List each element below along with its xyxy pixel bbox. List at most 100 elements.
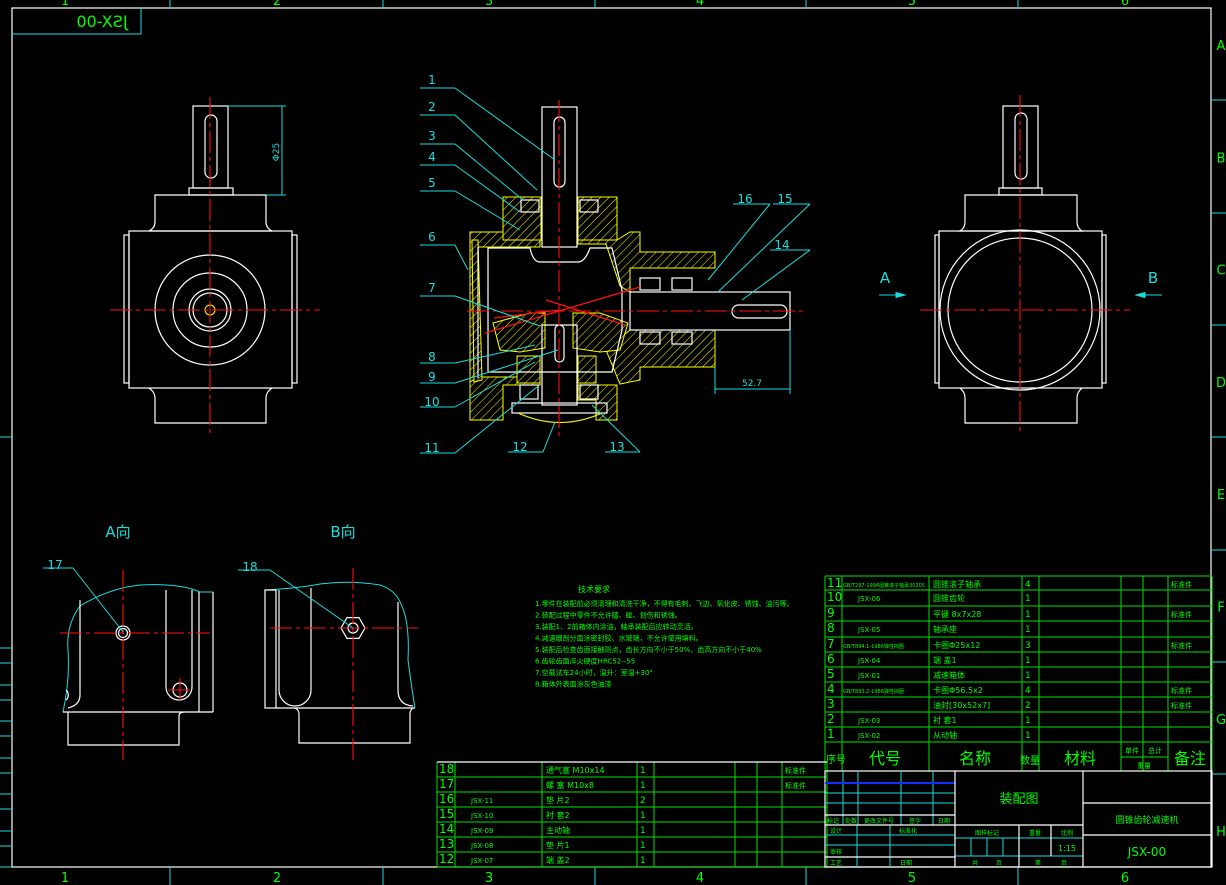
bom-cell-code: JSX-03 xyxy=(857,717,880,725)
bom-cell-name: 垫 片1 xyxy=(546,840,570,850)
tb-weight: 重量 xyxy=(1029,829,1041,837)
bom-cell-code: JSX-09 xyxy=(470,827,493,835)
tb-scale-label: 比例 xyxy=(1061,829,1073,837)
bom-cell-qty: 1 xyxy=(1025,671,1031,681)
bom-cell-qty: 1 xyxy=(1025,610,1031,620)
tb-sign: 签字 xyxy=(909,817,921,825)
bom-cell-remark: 标准件 xyxy=(785,766,806,775)
border-row-label: A xyxy=(1217,39,1226,54)
bom-cell-no: 13 xyxy=(439,837,454,851)
tb-total: 共 xyxy=(972,859,978,867)
bom-cell-code: GB/T893.2-1986弹性挡圈 xyxy=(843,688,904,695)
tech-req-line: 3.装配1、2前箱体内涂油，轴承装配后应转动灵活。 xyxy=(535,622,698,631)
border-row-label: D xyxy=(1216,376,1226,391)
part-balloon: 12 xyxy=(508,421,556,454)
tb-scale: 1:15 xyxy=(1058,844,1076,853)
bom-cell-no: 1 xyxy=(827,727,835,741)
bom-header-total: 总计 xyxy=(1148,746,1162,755)
bom-cell-remark: 标准件 xyxy=(1171,686,1192,695)
tb-sample-mark: 图样标记 xyxy=(975,829,999,837)
technical-requirements: 技术要求 1.零件在装配前必须清理和清洗干净，不得有毛刺、飞边、氧化皮、锈蚀、油… xyxy=(535,584,794,689)
part-balloon: 13 xyxy=(591,404,641,454)
bom-cell-qty: 1 xyxy=(640,811,646,821)
bom-header-name: 名称 xyxy=(959,749,991,768)
border-column-label: 1 xyxy=(61,0,69,9)
part-number: 14 xyxy=(774,238,789,252)
dimension-shaft-length xyxy=(228,105,286,196)
part-number: 12 xyxy=(512,440,527,454)
bom-cell-code: JSX-10 xyxy=(470,812,493,820)
tb-date: 日期 xyxy=(938,817,950,825)
tb-drawing-no: JSX-00 xyxy=(1127,845,1166,859)
bom-cell-name: 平键 8x7x28 xyxy=(933,609,981,619)
border-column-label: 4 xyxy=(696,0,704,9)
front-view: Φ25 xyxy=(110,97,320,436)
border-column-label: 2 xyxy=(273,0,281,9)
part-balloon: 6 xyxy=(420,230,469,271)
bom-cell-qty: 3 xyxy=(1025,641,1031,651)
left-edge-table-lines xyxy=(0,647,12,868)
part-number: 6 xyxy=(428,230,436,244)
bom-cell-qty: 1 xyxy=(1025,656,1031,666)
border-column-label: 2 xyxy=(273,871,281,885)
bom-cell-name: 衬 套1 xyxy=(933,715,957,725)
tb-page2: 页 xyxy=(1061,860,1067,867)
view-arrow-label-b: B xyxy=(1148,269,1158,287)
tb-date2: 日期 xyxy=(900,859,912,867)
border-row-label: B xyxy=(1217,151,1226,166)
tech-req-line: 1.零件在装配前必须清理和清洗干净，不得有毛刺、飞边、氧化皮、锈蚀、油污等。 xyxy=(535,599,794,608)
bom-cell-name: 通气塞 M10x14 xyxy=(546,765,605,775)
border-column-label: 3 xyxy=(485,871,493,885)
bom-cell-name: 轴承座 xyxy=(933,624,957,634)
bom-cell-name: 端 盖2 xyxy=(546,855,570,865)
bom-cell-remark: 标准件 xyxy=(1171,580,1192,589)
tb-count: 处数 xyxy=(845,817,857,825)
bom-cell-code: JSX-05 xyxy=(857,626,880,634)
bom-cell-name: 垫 片2 xyxy=(546,795,570,805)
bom-cell-name: 端 盖1 xyxy=(933,655,957,665)
border-column-label: 4 xyxy=(696,871,704,885)
bom-cell-no: 6 xyxy=(827,652,835,666)
bom-header-qty: 数量 xyxy=(1020,754,1040,767)
part-balloon: 5 xyxy=(420,176,521,231)
border-row-label: E xyxy=(1217,488,1225,503)
bom-cell-name: 螺 塞 M10x8 xyxy=(546,780,594,790)
view-arrow-label-a: A xyxy=(880,269,891,287)
tb-process: 工艺 xyxy=(830,859,842,867)
bom-cell-name: 油封[30x52x7] xyxy=(933,700,990,710)
bom-cell-qty: 1 xyxy=(640,826,646,836)
bom-cell-name: 衬 套2 xyxy=(546,810,570,820)
bom-cell-qty: 2 xyxy=(1025,701,1031,711)
part-balloon: 2 xyxy=(420,100,538,191)
part-balloon: 14 xyxy=(741,238,811,301)
part-number: 15 xyxy=(777,192,792,206)
title-block: 标记 处数 更改文件号 签字 日期 设计 标准化 审核 工艺 日期 装配图 图样… xyxy=(824,770,1213,868)
bom-cell-no: 2 xyxy=(827,712,835,726)
border-column-label: 6 xyxy=(1121,0,1129,9)
view-b: B向 18 xyxy=(238,523,418,760)
bom-cell-code: JSX-07 xyxy=(470,857,493,865)
tech-req-line: 8.箱体外表面涂灰色油漆 xyxy=(535,680,612,689)
bom-cell-code: JSX-01 xyxy=(857,672,880,680)
bom-cell-name: 卡圈Φ56.5x2 xyxy=(933,685,983,695)
part-balloon: 10 xyxy=(420,361,536,409)
tech-req-line: 5.装配后检查齿面接触斑点，齿长方向不小于50%，齿高方向不小于40% xyxy=(535,645,762,654)
bom-cell-no: 8 xyxy=(827,621,835,635)
bom-cell-qty: 1 xyxy=(640,781,646,791)
view-a: A向 17 xyxy=(43,523,214,760)
part-balloon: 8 xyxy=(420,344,536,364)
side-view: A B xyxy=(879,95,1162,432)
bom-cell-no: 11 xyxy=(827,576,842,590)
bom-cell-name: 圆锥齿轮 xyxy=(933,593,965,603)
